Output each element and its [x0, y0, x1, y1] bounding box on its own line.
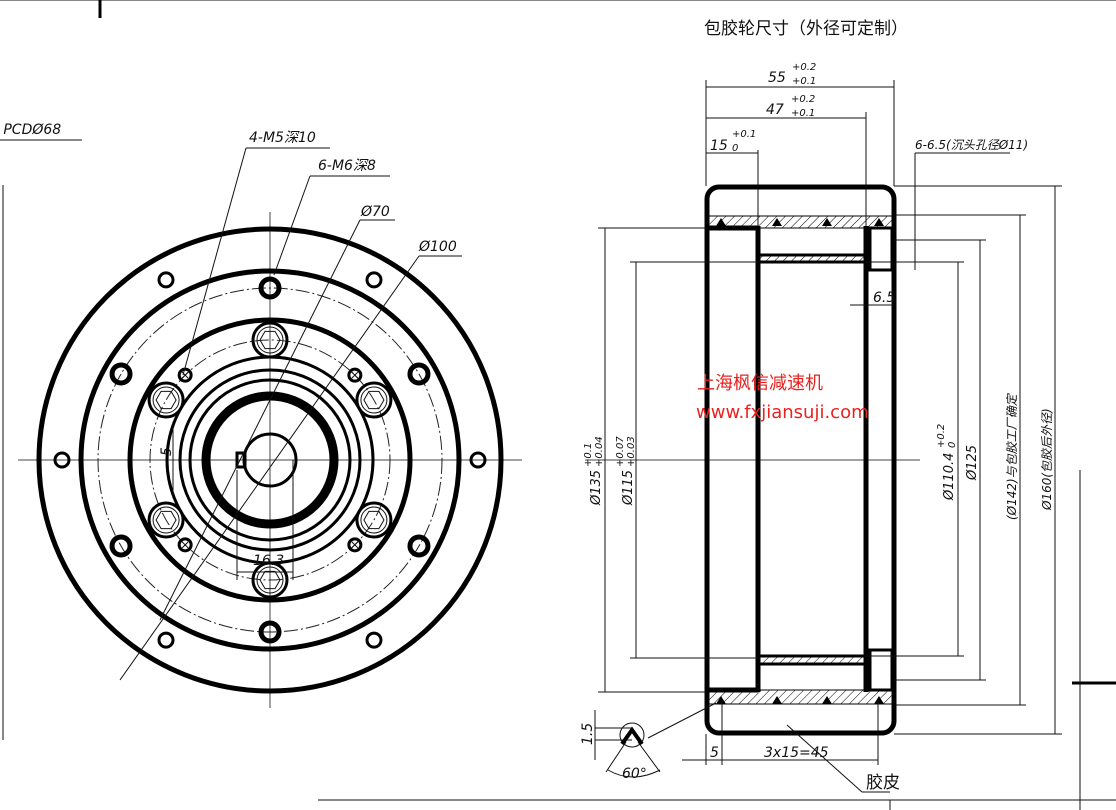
dim-15-lower: 0: [732, 143, 738, 154]
callout-m6: 6-M6深8: [318, 158, 376, 174]
dim-15: 15: [710, 138, 728, 154]
hole-note: 6-6.5(沉头孔径Ø11): [915, 138, 1028, 152]
dia-142: (Ø142)与包胶工厂确定: [1005, 392, 1019, 520]
dia-160: Ø160(包胶后外径): [1040, 408, 1054, 511]
dim-47-lower: +0.1: [791, 108, 815, 119]
groove-pitch: 3x15=45: [764, 745, 829, 761]
groove-angle: 60°: [622, 766, 647, 782]
key-depth-dim: 16.3: [253, 553, 284, 569]
bolt-washer: [256, 326, 284, 354]
counterbore-dim: 6.5: [873, 290, 895, 306]
hex-bolt-head: [155, 510, 177, 530]
m5-hole: [177, 537, 193, 553]
dia-135: Ø135: [589, 470, 604, 506]
dim-55-lower: +0.1: [792, 76, 816, 87]
mounting-hole: [157, 631, 175, 649]
wheel-outline: [704, 184, 897, 736]
m6-hole: [407, 534, 431, 558]
m5-hole-cross: [181, 541, 189, 549]
m6-hole: [258, 620, 282, 644]
m6-hole: [407, 362, 431, 386]
mounting-hole: [365, 631, 383, 649]
watermark-company: 上海枫信减速机: [697, 373, 823, 394]
side-view: [585, 80, 1062, 793]
bolt-washer: [360, 506, 388, 534]
m6-hole: [109, 534, 133, 558]
callout-m5: 4-M5深10: [249, 130, 316, 146]
dia-110: Ø110.4: [942, 453, 957, 501]
bolt-washer: [256, 566, 284, 594]
dia-110-lower: 0: [947, 442, 958, 448]
front-view: [0, 139, 522, 708]
callout-d70: Ø70: [360, 204, 390, 220]
dim-47-upper: +0.2: [791, 94, 815, 105]
m5-hole-cross: [351, 371, 359, 379]
drawing-title: 包胶轮尺寸（外径可定制）: [704, 19, 908, 39]
m6-hole: [258, 276, 282, 300]
hex-bolt-head: [155, 390, 177, 410]
callout-d100: Ø100: [418, 239, 457, 255]
m5-hole: [177, 367, 193, 383]
rubber-label: 胶皮: [866, 773, 900, 793]
dim-47: 47: [766, 102, 784, 118]
dia-110-upper: +0.2: [936, 424, 947, 448]
groove-offset: 5: [710, 745, 719, 761]
m6-hole: [109, 362, 133, 386]
mounting-hole: [157, 271, 175, 289]
bolt-counterbore: [147, 501, 185, 539]
bolt-washer: [360, 386, 388, 414]
bolt-counterbore: [251, 561, 289, 599]
bolt-counterbore: [147, 381, 185, 419]
m5-hole: [347, 367, 363, 383]
hex-bolt-head: [363, 510, 385, 530]
dia-115-upper: +0.07: [615, 436, 626, 467]
bolt-washer: [152, 506, 180, 534]
mounting-hole: [365, 271, 383, 289]
pcd-note: 8 PCDØ68: [0, 122, 61, 138]
mounting-hole: [469, 451, 487, 469]
key-width-dim: 5: [159, 447, 175, 456]
m5-hole: [347, 537, 363, 553]
groove-depth: 1.5: [580, 723, 596, 745]
m5-hole-cross: [351, 541, 359, 549]
hex-bolt-head: [259, 570, 281, 590]
dia-115-lower: +0.03: [626, 436, 637, 467]
hex-bolt-head: [259, 330, 281, 350]
mounting-hole: [53, 451, 71, 469]
dia-135-lower: +0.04: [594, 436, 605, 467]
dia-135-upper: +0.1: [583, 443, 594, 467]
outer-flange-circle: [36, 226, 504, 694]
hex-bolt-head: [363, 390, 385, 410]
bolt-counterbore: [355, 501, 393, 539]
dim-15-upper: +0.1: [732, 129, 756, 140]
dia-115: Ø115: [621, 470, 636, 506]
bolt-counterbore: [251, 321, 289, 359]
bolt-counterbore: [355, 381, 393, 419]
bolt-washer: [152, 386, 180, 414]
keyway: [235, 451, 247, 469]
dia-125: Ø125: [965, 445, 980, 481]
dim-55: 55: [768, 70, 786, 86]
dim-55-upper: +0.2: [792, 62, 816, 73]
watermark-url: www.fxjiansuji.com: [696, 402, 869, 423]
